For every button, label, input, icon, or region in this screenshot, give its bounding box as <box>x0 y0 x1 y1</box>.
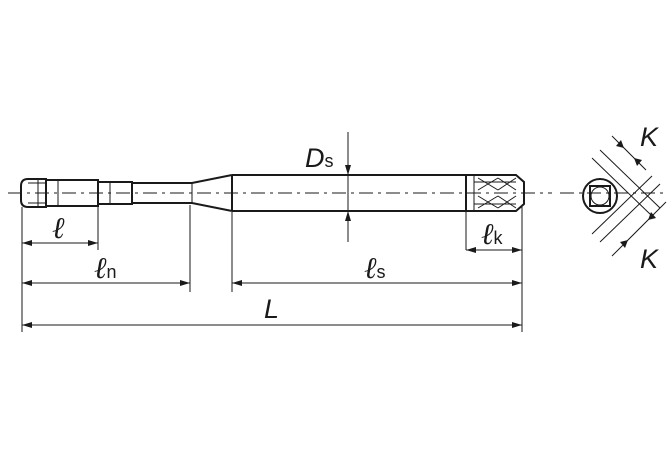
label-K-bottom: K <box>640 244 659 274</box>
tool-step-2 <box>98 181 133 205</box>
end-view-outer-circle <box>582 178 618 214</box>
dimension-labels: ℓ ℓn ℓs ℓk L Ds K K <box>52 122 659 324</box>
label-K-top: K <box>640 122 659 152</box>
label-L: L <box>264 294 279 324</box>
tool-side-view <box>8 174 552 212</box>
dim-line-K-bottom <box>611 201 667 257</box>
label-Ds: Ds <box>305 143 334 173</box>
label-ls: ℓs <box>364 251 386 286</box>
tool-square-end <box>465 174 525 212</box>
label-lk: ℓk <box>481 217 504 252</box>
end-view-square <box>589 185 611 207</box>
label-ln: ℓn <box>94 251 117 286</box>
dimension-lines <box>22 132 522 328</box>
tool-tip <box>20 178 47 208</box>
end-view <box>560 135 668 257</box>
dim-line-K-top <box>611 135 647 171</box>
label-l: ℓ <box>52 211 65 246</box>
extension-lines <box>21 205 523 332</box>
tool-shank <box>231 174 466 212</box>
tool-step-1 <box>46 179 99 207</box>
end-view-inner-circle <box>590 186 610 206</box>
